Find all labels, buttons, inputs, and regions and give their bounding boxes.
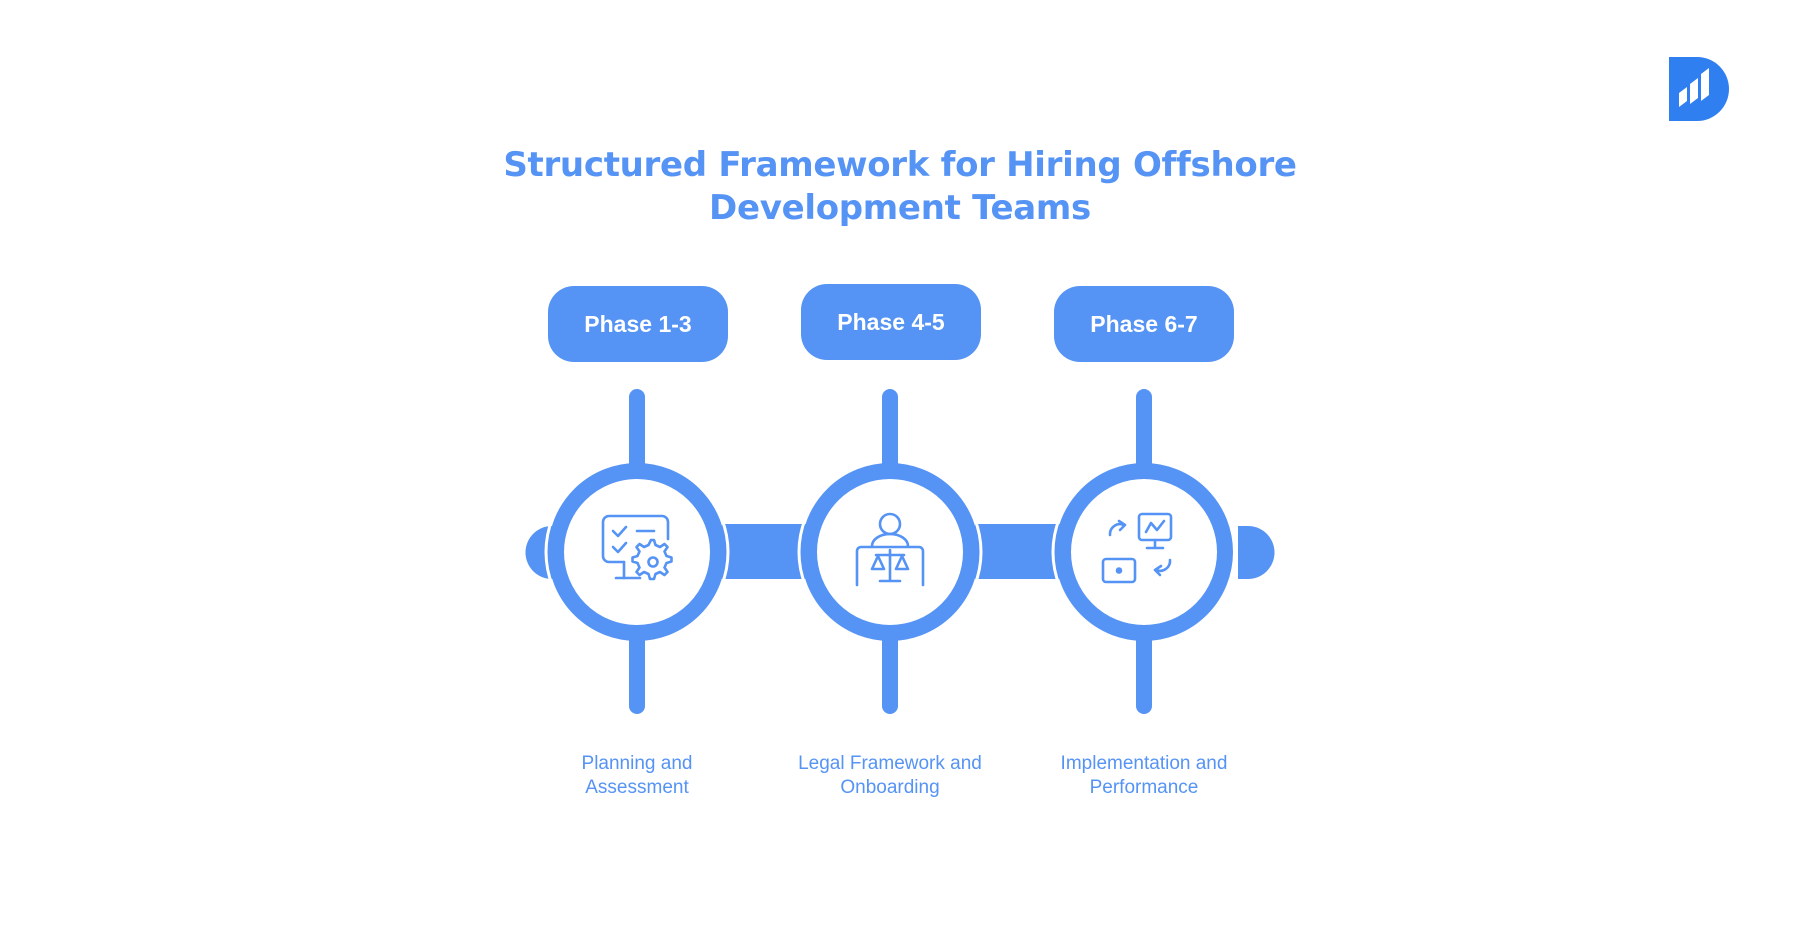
monitor-exchange-arrows-icon <box>1101 512 1173 584</box>
phase-pill-label: Phase 4-5 <box>837 308 945 335</box>
caption-line: Legal Framework and <box>798 753 982 774</box>
page-title: Structured Framework for Hiring Offshore… <box>450 144 1350 230</box>
phase-pill-3: Phase 6-7 <box>1054 286 1234 362</box>
phase-ring-1 <box>548 463 726 641</box>
caption-line: Implementation and <box>1060 753 1228 774</box>
brand-logo-icon <box>1669 57 1729 121</box>
caption-line: Onboarding <box>840 777 940 798</box>
phase-pill-1: Phase 1-3 <box>548 286 728 362</box>
caption-line: Planning and <box>581 753 693 774</box>
monitor-checklist-gear-icon <box>601 514 673 581</box>
phase-caption-1: Planning and Assessment <box>517 752 757 800</box>
phase-pill-label: Phase 6-7 <box>1090 310 1198 337</box>
phase-caption-2: Legal Framework and Onboarding <box>770 752 1010 800</box>
phase-ring-3 <box>1055 463 1233 641</box>
caption-line: Assessment <box>585 777 689 798</box>
phase-pill-label: Phase 1-3 <box>584 310 692 337</box>
person-scales-of-justice-icon <box>855 512 925 587</box>
caption-line: Performance <box>1089 777 1199 798</box>
title-line-2: Development Teams <box>709 188 1091 228</box>
phase-caption-3: Implementation and Performance <box>1024 752 1264 800</box>
phase-pill-2: Phase 4-5 <box>801 284 981 360</box>
title-line-1: Structured Framework for Hiring Offshore <box>503 145 1297 185</box>
